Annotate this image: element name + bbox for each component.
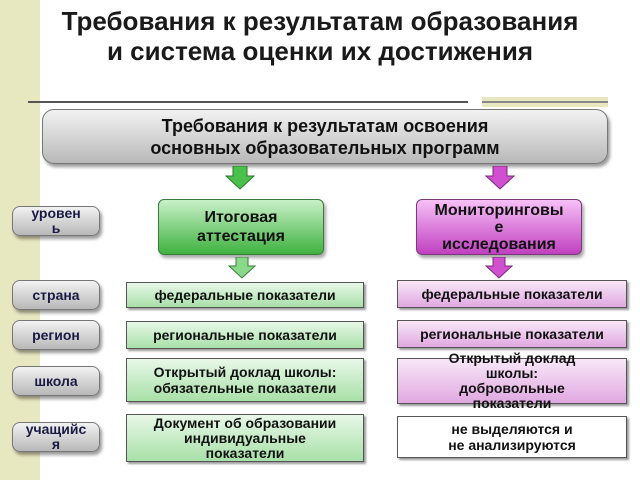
level-student: учащийс я	[12, 422, 100, 452]
level-school: школа	[12, 366, 100, 396]
final-region-cell: региональные показатели	[126, 321, 364, 349]
monitoring-research-header: Мониторинговы е исследования	[416, 199, 582, 255]
level-region: регион	[12, 320, 100, 350]
level-country: страна	[12, 280, 100, 310]
final-country-cell: федеральные показатели	[126, 282, 364, 308]
final-assessment-header: Итоговая аттестация	[158, 199, 324, 255]
title-divider-left	[28, 101, 468, 103]
monitoring-region-cell: региональные показатели	[397, 320, 627, 348]
title-divider-right	[482, 101, 608, 103]
left-decorative-stripe	[0, 0, 40, 480]
monitoring-country-cell: федеральные показатели	[397, 280, 627, 308]
arrow-down-magenta-icon	[485, 166, 515, 190]
monitoring-school-cell: Открытый доклад школы: добровольные пока…	[397, 351, 627, 411]
main-requirements-box: Требования к результатам освоения основн…	[42, 109, 608, 164]
page-title: Требования к результатам образования и с…	[61, 6, 579, 66]
level-header: уровен ь	[12, 206, 100, 236]
final-student-cell: Документ об образовании индивидуальные п…	[126, 414, 364, 462]
monitoring-student-cell: не выделяются и не анализируются	[397, 416, 627, 458]
arrow-down-magenta-small-icon	[485, 257, 513, 279]
arrow-down-green-small-icon	[228, 257, 256, 279]
arrow-down-green-icon	[225, 166, 255, 190]
final-school-cell: Открытый доклад школы: обязательные пока…	[126, 358, 364, 402]
